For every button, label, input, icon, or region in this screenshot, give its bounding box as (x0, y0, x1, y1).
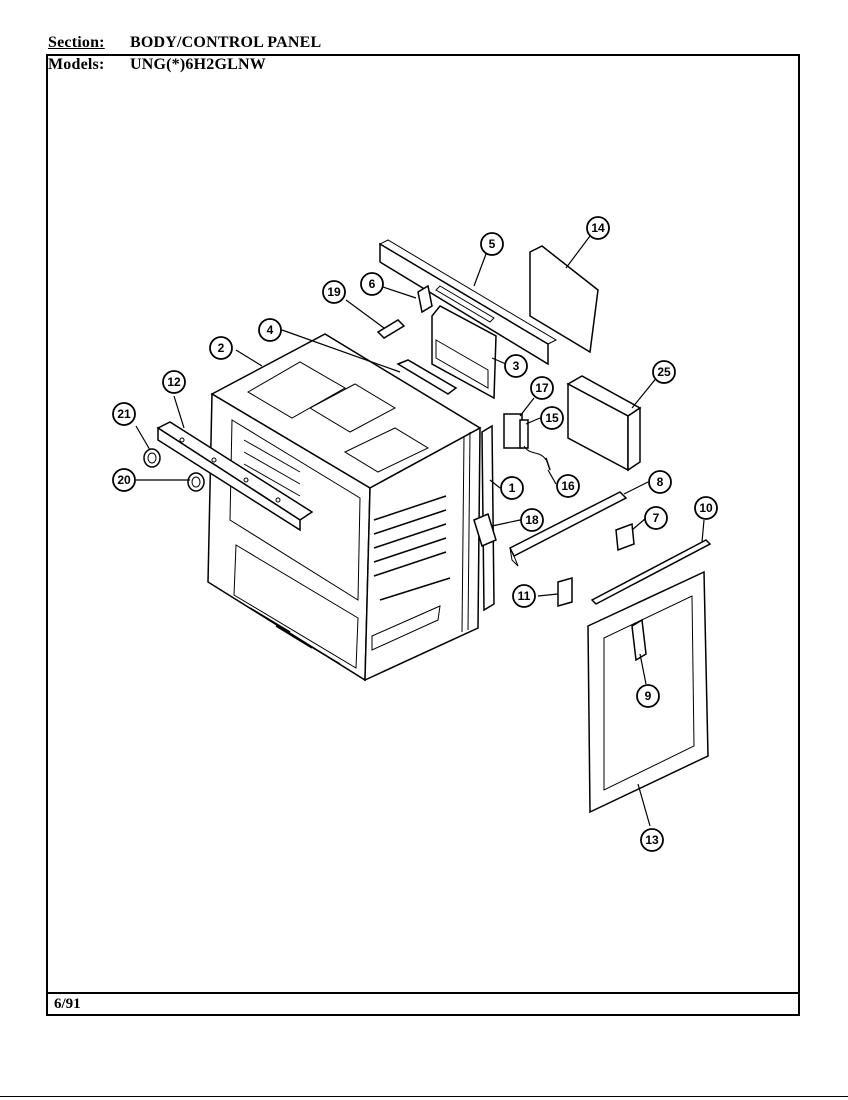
svg-text:8: 8 (657, 475, 664, 489)
svg-text:1: 1 (509, 481, 516, 495)
clip-plate-part (557, 577, 573, 607)
callout-18: 18 (520, 508, 544, 532)
control-bar-part (156, 421, 314, 532)
knob-part (143, 448, 205, 492)
callout-4: 4 (258, 318, 282, 342)
svg-text:20: 20 (117, 473, 131, 487)
rod-part (590, 539, 712, 605)
callout-7: 7 (644, 506, 668, 530)
callout-12: 12 (162, 370, 186, 394)
leader-lines (135, 235, 705, 827)
callout-16: 16 (556, 474, 580, 498)
panel-part (431, 305, 497, 400)
hinge-part (473, 512, 497, 548)
switch-part (503, 413, 551, 471)
small-plate-part (615, 522, 635, 552)
svg-text:2: 2 (218, 341, 225, 355)
callout-21: 21 (112, 402, 136, 426)
svg-text:15: 15 (545, 411, 559, 425)
models-label: Models: (48, 56, 105, 73)
svg-text:21: 21 (117, 407, 131, 421)
models-header: Models: UNG(*)6H2GLNW (48, 56, 266, 74)
section-header: Section: BODY/CONTROL PANEL (48, 34, 321, 52)
latch-part (631, 618, 647, 662)
callout-14: 14 (586, 216, 610, 240)
footer-divider (48, 992, 800, 994)
svg-text:13: 13 (645, 833, 659, 847)
svg-text:17: 17 (535, 381, 549, 395)
strip-part (396, 359, 458, 395)
svg-text:10: 10 (699, 501, 713, 515)
clip-part (417, 284, 433, 314)
svg-text:16: 16 (561, 479, 575, 493)
svg-text:9: 9 (645, 689, 652, 703)
callout-13: 13 (640, 828, 664, 852)
callout-17: 17 (530, 376, 554, 400)
callout-19: 19 (322, 280, 346, 304)
models-value: UNG(*)6H2GLNW (130, 56, 266, 73)
svg-text:5: 5 (489, 237, 496, 251)
callout-1: 1 (500, 476, 524, 500)
callout-20: 20 (112, 468, 136, 492)
box-part (566, 375, 642, 472)
callout-11: 11 (512, 584, 536, 608)
svg-text:3: 3 (513, 359, 520, 373)
oven-body-part (207, 333, 482, 682)
footer-date: 6/91 (54, 996, 81, 1012)
diagram-frame (46, 54, 800, 1016)
back-plate-part (529, 245, 599, 354)
rear-bracket-part (378, 239, 558, 366)
callout-25: 25 (652, 360, 676, 384)
callout-9: 9 (636, 684, 660, 708)
svg-text:19: 19 (327, 285, 341, 299)
svg-text:4: 4 (267, 323, 274, 337)
svg-text:6: 6 (369, 277, 376, 291)
callout-6: 6 (360, 272, 384, 296)
small-bracket-part (376, 319, 406, 339)
callout-15: 15 (540, 406, 564, 430)
section-value: BODY/CONTROL PANEL (130, 34, 322, 51)
svg-text:7: 7 (653, 511, 660, 525)
svg-text:11: 11 (518, 589, 531, 603)
callout-10: 10 (694, 496, 718, 520)
svg-text:14: 14 (591, 221, 605, 235)
callout-2: 2 (209, 336, 233, 360)
section-label: Section: (48, 34, 105, 51)
svg-text:18: 18 (525, 513, 539, 527)
callout-5: 5 (480, 232, 504, 256)
hinge-bar-part (508, 491, 628, 567)
svg-text:25: 25 (657, 365, 671, 379)
svg-text:12: 12 (167, 375, 181, 389)
callout-3: 3 (504, 354, 528, 378)
callout-8: 8 (648, 470, 672, 494)
page-bottom-edge (0, 1096, 848, 1097)
